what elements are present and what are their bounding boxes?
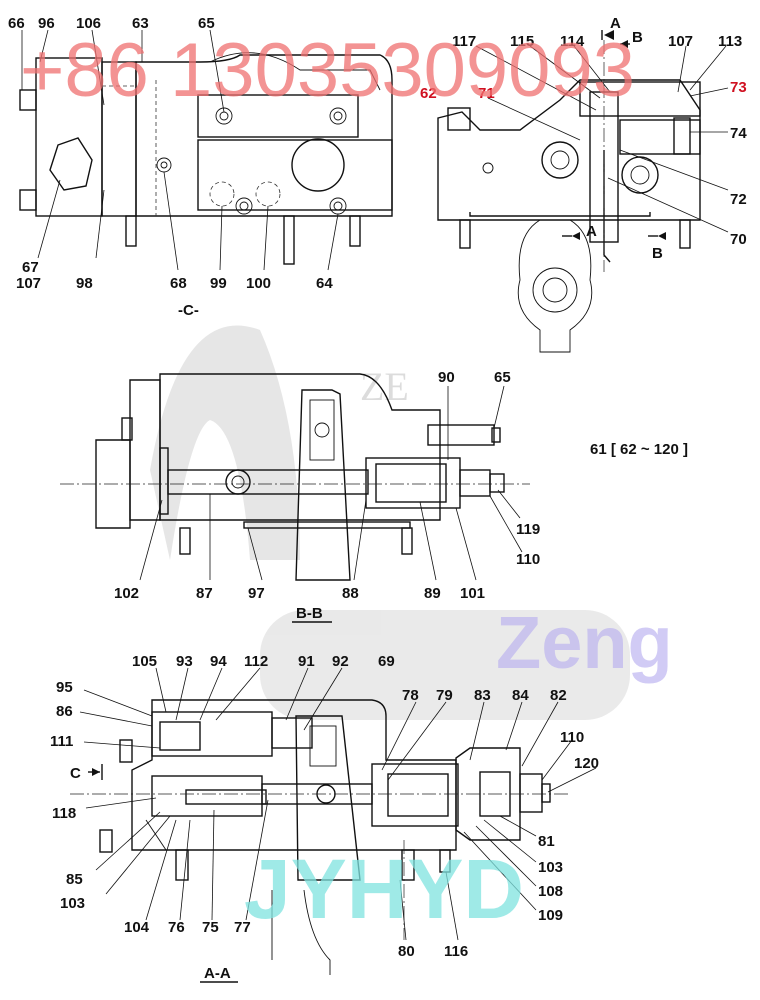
part-label: 64 <box>316 275 333 292</box>
part-label: 115 <box>510 33 534 50</box>
part-label: 104 <box>124 919 150 936</box>
part-label: 66 <box>8 15 25 32</box>
part-label: 79 <box>436 687 453 704</box>
part-label: 106 <box>76 15 101 32</box>
section-bb-drawing <box>60 373 530 581</box>
part-label: 100 <box>246 275 271 292</box>
section-aa-drawing <box>70 699 570 975</box>
part-label: 89 <box>424 585 441 602</box>
part-label: 95 <box>56 679 73 696</box>
section-mark-a: A <box>586 223 597 240</box>
part-label: 103 <box>60 895 85 912</box>
part-label: 107 <box>16 275 41 292</box>
section-mark-b: B <box>652 245 663 262</box>
part-label: 93 <box>176 653 193 670</box>
company-watermark: JYHYD <box>244 842 524 936</box>
part-label: 86 <box>56 703 73 720</box>
part-label: 110 <box>560 729 584 746</box>
section-aa-title: A-A <box>204 965 231 982</box>
part-label: 81 <box>538 833 555 850</box>
background-watermark-excavator <box>150 325 630 720</box>
section-aa-labels: 105 93 94 112 91 92 69 95 86 111 78 79 8… <box>50 653 599 983</box>
part-label: 113 <box>718 33 742 50</box>
part-label: 75 <box>202 919 219 936</box>
section-aa-view-arrow <box>88 764 103 780</box>
part-label: 111 <box>50 733 73 750</box>
part-label: 101 <box>460 585 485 602</box>
part-label: 87 <box>196 585 213 602</box>
part-label: 65 <box>198 15 215 32</box>
section-bb-title: B-B <box>296 605 323 622</box>
part-label: 114 <box>560 33 585 50</box>
part-label: 76 <box>168 919 185 936</box>
part-label-red: 62 <box>420 85 437 102</box>
part-label: 63 <box>132 15 149 32</box>
section-bb-leaders <box>139 385 523 581</box>
view-mark-c: C <box>70 765 81 782</box>
part-label: 110 <box>516 551 540 568</box>
side-view-leaders <box>475 45 729 233</box>
part-label: 69 <box>378 653 395 670</box>
side-view-labels: 117 115 114 107 113 62 71 73 74 72 70 <box>420 33 747 248</box>
view-c-leaders <box>21 29 339 271</box>
part-label: 92 <box>332 653 349 670</box>
part-label: 109 <box>538 907 563 924</box>
part-label: 116 <box>444 943 468 960</box>
part-label: 118 <box>52 805 76 822</box>
part-label: 84 <box>512 687 529 704</box>
section-bb-labels: 90 65 119 110 102 87 97 88 89 101 B-B 61… <box>114 369 688 623</box>
part-label: 74 <box>730 125 747 142</box>
part-label: 105 <box>132 653 157 670</box>
part-label: 70 <box>730 231 747 248</box>
side-view-section-marks: A B A B <box>562 15 666 262</box>
part-label: 82 <box>550 687 567 704</box>
part-label-red: 71 <box>478 85 495 102</box>
part-label: 88 <box>342 585 359 602</box>
phone-watermark: +86 13035309093 <box>20 28 635 113</box>
part-label: 78 <box>402 687 419 704</box>
part-label-red: 73 <box>730 79 747 96</box>
part-label: 91 <box>298 653 315 670</box>
faint-watermark-text: ZE <box>360 364 409 409</box>
part-label: 68 <box>170 275 187 292</box>
part-label: 65 <box>494 369 511 386</box>
view-c-drawing <box>19 52 393 265</box>
part-label: 98 <box>76 275 93 292</box>
part-label: 102 <box>114 585 139 602</box>
part-label: 117 <box>452 33 476 50</box>
brand-watermark: Zeng <box>496 601 673 684</box>
part-label: 107 <box>668 33 693 50</box>
side-view-drawing <box>437 40 701 353</box>
part-label: 67 <box>22 259 39 276</box>
part-label: 80 <box>398 943 415 960</box>
part-label: 120 <box>574 755 599 772</box>
assembly-note: 61 [ 62 ~ 120 ] <box>590 441 688 458</box>
section-aa-leaders <box>79 667 597 941</box>
part-label: 77 <box>234 919 251 936</box>
part-label: 72 <box>730 191 747 208</box>
part-label: 97 <box>248 585 265 602</box>
section-mark-a: A <box>610 15 621 32</box>
part-label: 119 <box>516 521 540 538</box>
part-label: 108 <box>538 883 563 900</box>
part-label: 99 <box>210 275 227 292</box>
part-label: 94 <box>210 653 227 670</box>
part-label: 83 <box>474 687 491 704</box>
part-label: 90 <box>438 369 455 386</box>
section-mark-b: B <box>632 29 643 46</box>
part-label: 85 <box>66 871 83 888</box>
part-label: 112 <box>244 653 268 670</box>
part-label: 103 <box>538 859 563 876</box>
part-label: 96 <box>38 15 55 32</box>
view-c-title: -C- <box>178 302 199 319</box>
view-c-labels: 66 96 106 63 65 67 107 98 68 99 100 64 -… <box>8 15 333 319</box>
